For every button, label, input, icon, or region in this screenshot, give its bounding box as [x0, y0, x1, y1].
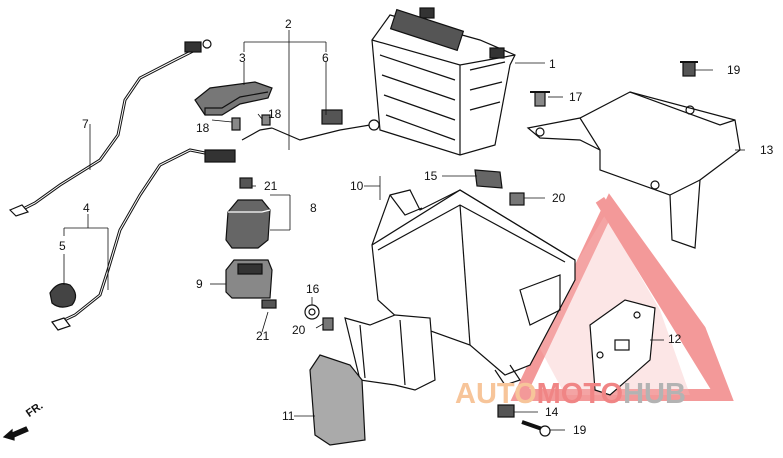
negative-cable-part-7 — [8, 39, 212, 217]
callout-16: 16 — [306, 282, 320, 296]
bracket-part-13 — [526, 91, 741, 249]
cover-part-11 — [309, 314, 436, 446]
terminal-part-6 — [241, 109, 380, 141]
relay-rubber-part-9 — [225, 259, 273, 299]
callout-4: 4 — [83, 201, 90, 215]
watermark-auto: AUTO — [455, 378, 537, 410]
leader-lines — [63, 30, 745, 431]
callout-21-bottom: 21 — [256, 329, 270, 343]
watermark-hub: HUB — [623, 378, 686, 410]
plate-part-12 — [589, 299, 656, 396]
callout-19-top: 19 — [727, 63, 741, 77]
positive-cable-part-4 — [51, 148, 236, 331]
bolt-part-18 — [231, 114, 271, 131]
nut-part-20 — [322, 192, 525, 331]
callout-18-right: 18 — [268, 107, 282, 121]
battery-part-1 — [371, 7, 516, 156]
callout-1: 1 — [549, 57, 556, 71]
callout-6: 6 — [322, 51, 329, 65]
callout-21-top: 21 — [264, 179, 278, 193]
callout-20-left: 20 — [292, 323, 306, 337]
callout-3: 3 — [239, 51, 246, 65]
callout-2: 2 — [285, 17, 292, 31]
clip-part-14 — [497, 404, 515, 418]
callout-14: 14 — [545, 405, 559, 419]
callout-10: 10 — [350, 179, 364, 193]
callout-19-bottom: 19 — [573, 423, 587, 437]
bolt-part-19-bottom — [521, 420, 551, 437]
bolt-part-19-top — [680, 61, 698, 77]
callout-7: 7 — [82, 117, 89, 131]
callout-8: 8 — [310, 201, 317, 215]
callout-18-left: 18 — [196, 121, 210, 135]
watermark-moto: MOTO — [536, 378, 624, 410]
callout-9: 9 — [196, 277, 203, 291]
clip-part-21 — [239, 177, 277, 309]
callout-5: 5 — [59, 239, 66, 253]
pad-part-15 — [474, 169, 503, 189]
callout-15: 15 — [424, 169, 438, 183]
callout-17: 17 — [569, 90, 583, 104]
callout-13: 13 — [760, 143, 774, 157]
relay-part-8 — [225, 199, 271, 249]
callout-11: 11 — [282, 409, 295, 423]
terminal-cover-part-3 — [194, 81, 273, 116]
terminal-cap-part-5 — [49, 283, 77, 308]
nut-part-16 — [304, 304, 320, 320]
front-direction-arrow — [2, 426, 29, 441]
watermark-text: AUTOMOTOHUB — [455, 378, 686, 411]
callout-12: 12 — [668, 332, 682, 346]
callout-20-right: 20 — [552, 191, 566, 205]
bolt-part-17 — [530, 91, 550, 107]
battery-box-part-10 — [371, 189, 576, 386]
